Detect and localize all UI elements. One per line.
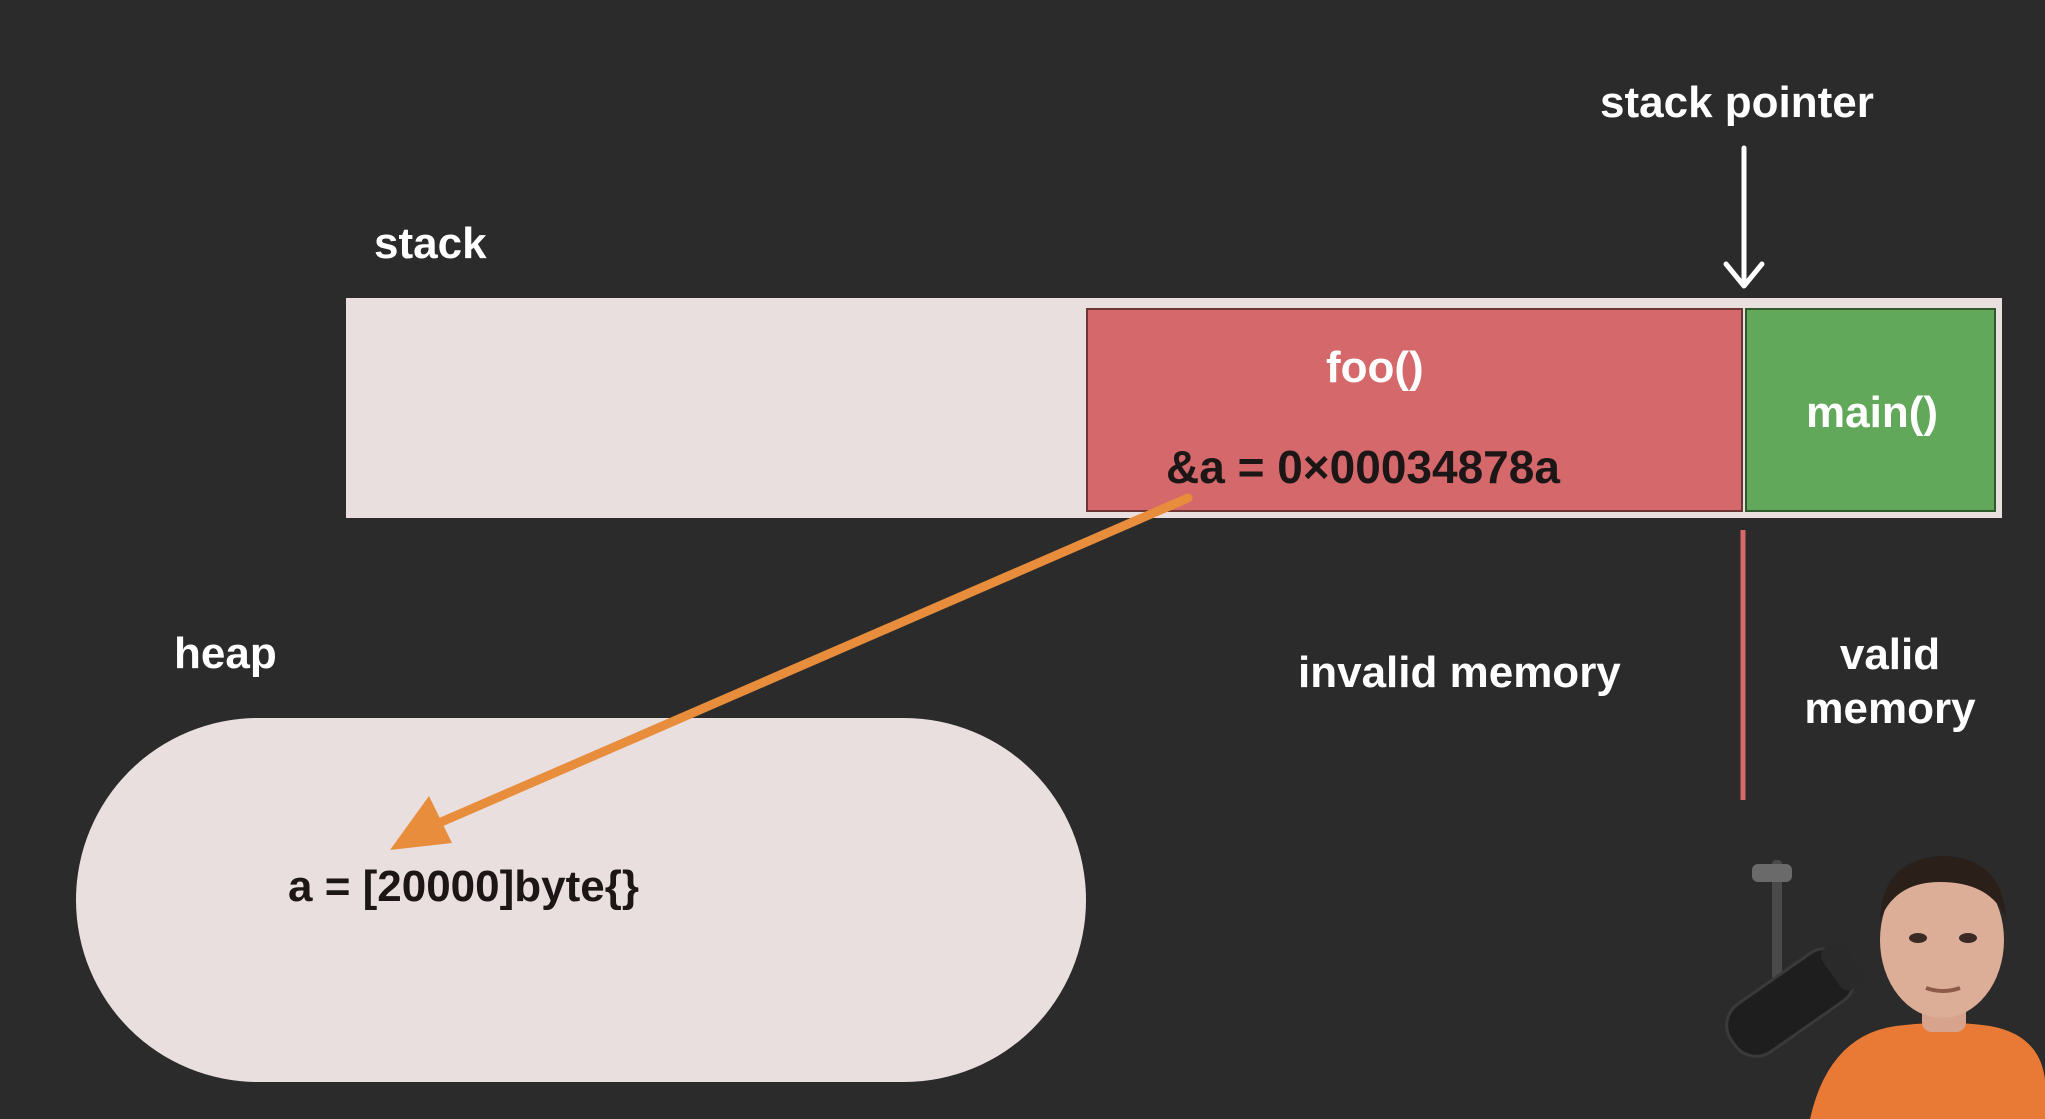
foo-stack-frame (1086, 308, 1743, 512)
valid-memory-line-2: memory (1804, 684, 1976, 733)
pointer-address-label: &a = 0×00034878a (1166, 441, 1560, 493)
microphone-icon (1725, 942, 1864, 1058)
stack-label: stack (374, 219, 487, 268)
heap-label: heap (174, 629, 277, 678)
main-stack-frame (1745, 308, 1996, 512)
presenter-eye-right (1959, 933, 1977, 943)
heap-value-label: a = [20000]byte{} (288, 862, 639, 911)
presenter-shirt (1810, 1022, 2045, 1119)
valid-memory-label: valid memory (1790, 628, 1990, 736)
mic-mount (1752, 864, 1792, 882)
pointer-arrow (390, 493, 1193, 850)
presenter-hair (1880, 856, 2006, 920)
stack-pointer-label: stack pointer (1600, 78, 1874, 127)
presenter-webcam-icon (1725, 856, 2045, 1119)
main-frame-label: main() (1806, 388, 1938, 437)
invalid-memory-label: invalid memory (1298, 648, 1621, 697)
presenter-mouth (1925, 986, 1961, 993)
valid-memory-line-1: valid (1839, 630, 1941, 679)
presenter-eye-left (1909, 933, 1927, 943)
heap-region (76, 718, 1086, 1082)
mic-arm (1772, 860, 1782, 980)
stack-pointer-arrow (1723, 145, 1765, 289)
foo-frame-label: foo() (1326, 343, 1424, 392)
presenter-face (1880, 862, 2004, 1018)
